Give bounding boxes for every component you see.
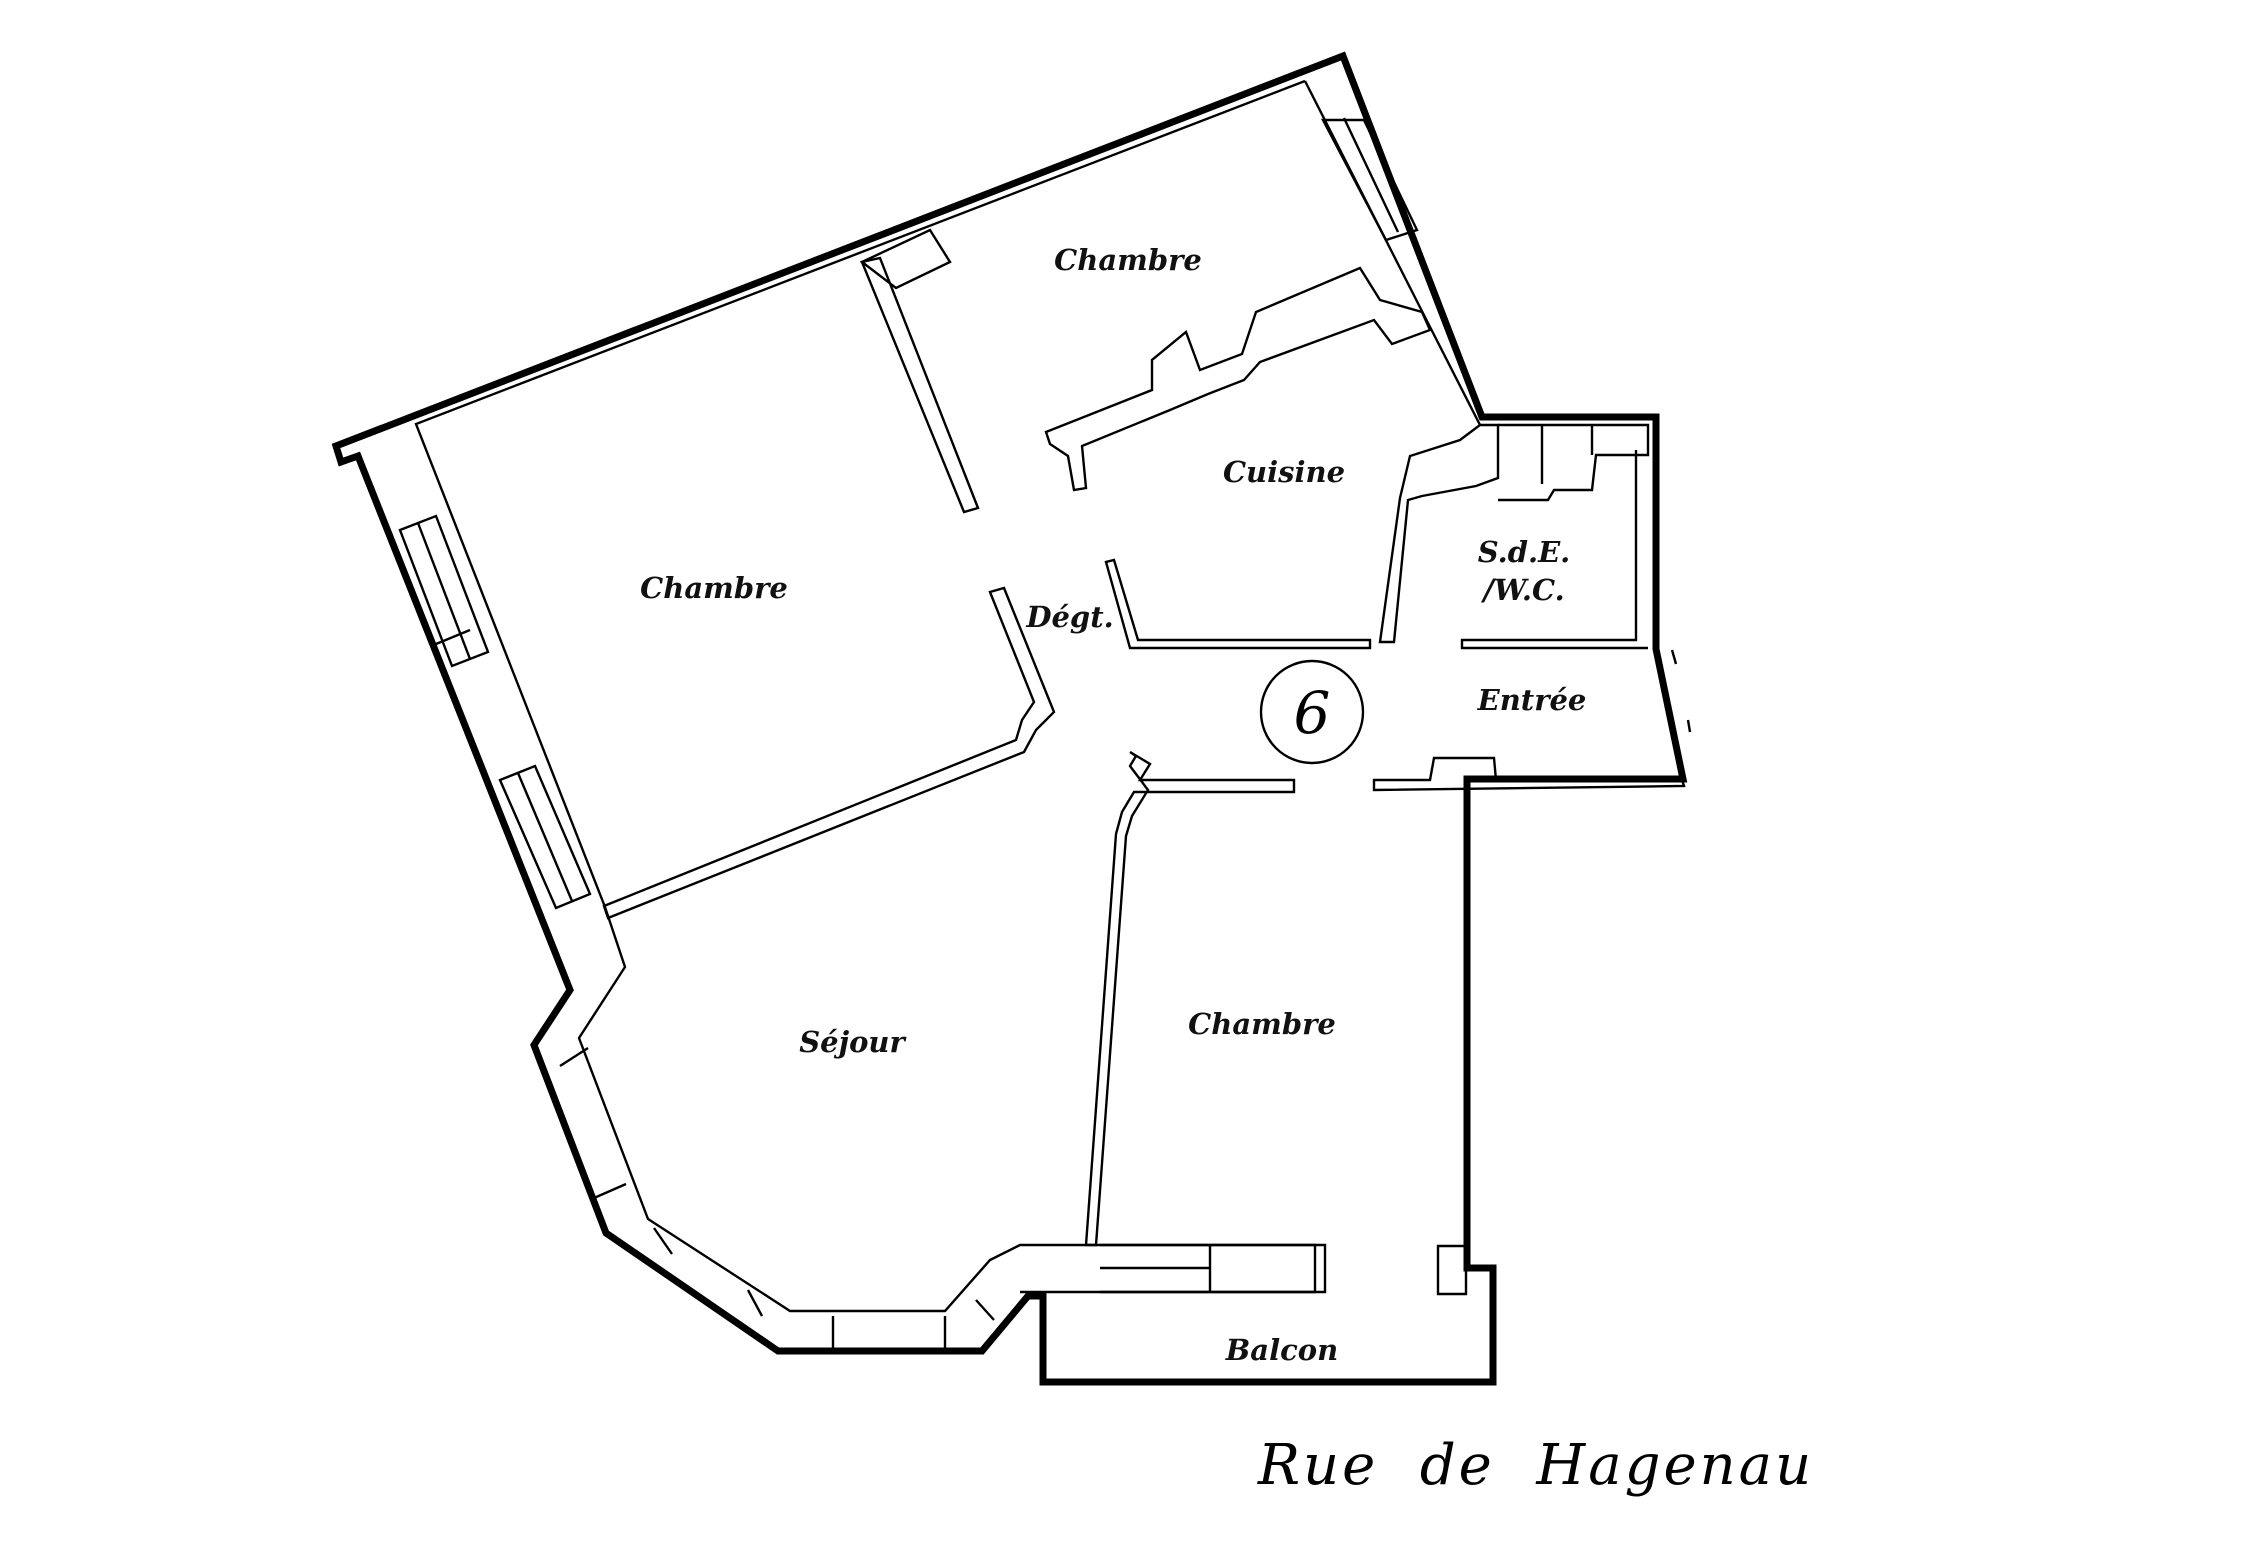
room-label-cuisine: Cuisine (1223, 455, 1345, 489)
partition-cuisine-bottom (1104, 558, 1372, 650)
room-label-balcon: Balcon (1225, 1333, 1338, 1367)
room-label-chambre-top: Chambre (1054, 243, 1202, 277)
room-label-degt: Dégt. (1025, 600, 1113, 634)
lot-marker: 6 (1259, 659, 1365, 765)
partition-cuisine-sde (1378, 423, 1500, 644)
window-chambre-left-2 (498, 764, 592, 910)
room-label-chambre-bottom: Chambre (1188, 1007, 1336, 1041)
room-label-wc: /W.C. (1480, 573, 1564, 607)
partition-entree-bottom (1372, 756, 1686, 792)
interior-partitions (602, 228, 1686, 1296)
partition-chambre-cuisine (1044, 266, 1432, 492)
windows (398, 117, 1692, 1351)
lot-circle (1259, 659, 1365, 765)
room-label-entree: Entrée (1477, 683, 1587, 717)
partition-sejour-chambre (1084, 750, 1296, 1247)
room-label-sejour: Séjour (799, 1025, 907, 1059)
partition-chambre-chambre (860, 256, 980, 514)
room-label-sde: S.d.E. (1478, 535, 1571, 569)
street-name: Rue de Hagenau (1257, 1433, 1814, 1498)
window-chambre-left-1 (398, 514, 490, 668)
lot-number: 6 (1294, 679, 1331, 747)
room-label-chambre-left: Chambre (640, 571, 788, 605)
partition-degt-left (602, 586, 1056, 920)
window-balcon (1100, 1243, 1327, 1294)
window-chambre-top (1321, 118, 1419, 242)
room-labels: Chambre Chambre Cuisine S.d.E. /W.C. Dég… (640, 243, 1586, 1367)
exterior-walls (331, 51, 1688, 1386)
